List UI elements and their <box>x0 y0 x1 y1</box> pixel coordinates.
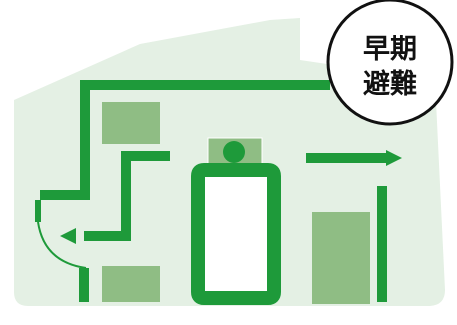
right-arrow-head <box>386 150 402 166</box>
bed-person-head <box>223 141 245 163</box>
bed-mattress <box>191 163 281 305</box>
door-swing-arc <box>37 221 87 269</box>
staircase-route <box>84 151 170 241</box>
bed-blanket-top <box>213 166 255 175</box>
top-wall <box>40 80 330 200</box>
route-lines <box>35 80 388 302</box>
wardrobe-right <box>312 212 370 304</box>
early-evacuation-badge: 早期 避難 <box>326 0 454 126</box>
badge-line-1: 早期 <box>363 34 417 65</box>
left-arrow-head <box>60 228 76 244</box>
badge-circle <box>326 0 454 126</box>
cabinet-top-left <box>102 102 160 144</box>
bed-icon <box>191 137 281 305</box>
cabinet-bottom-left <box>102 266 160 302</box>
badge-line-2: 避難 <box>363 68 417 100</box>
